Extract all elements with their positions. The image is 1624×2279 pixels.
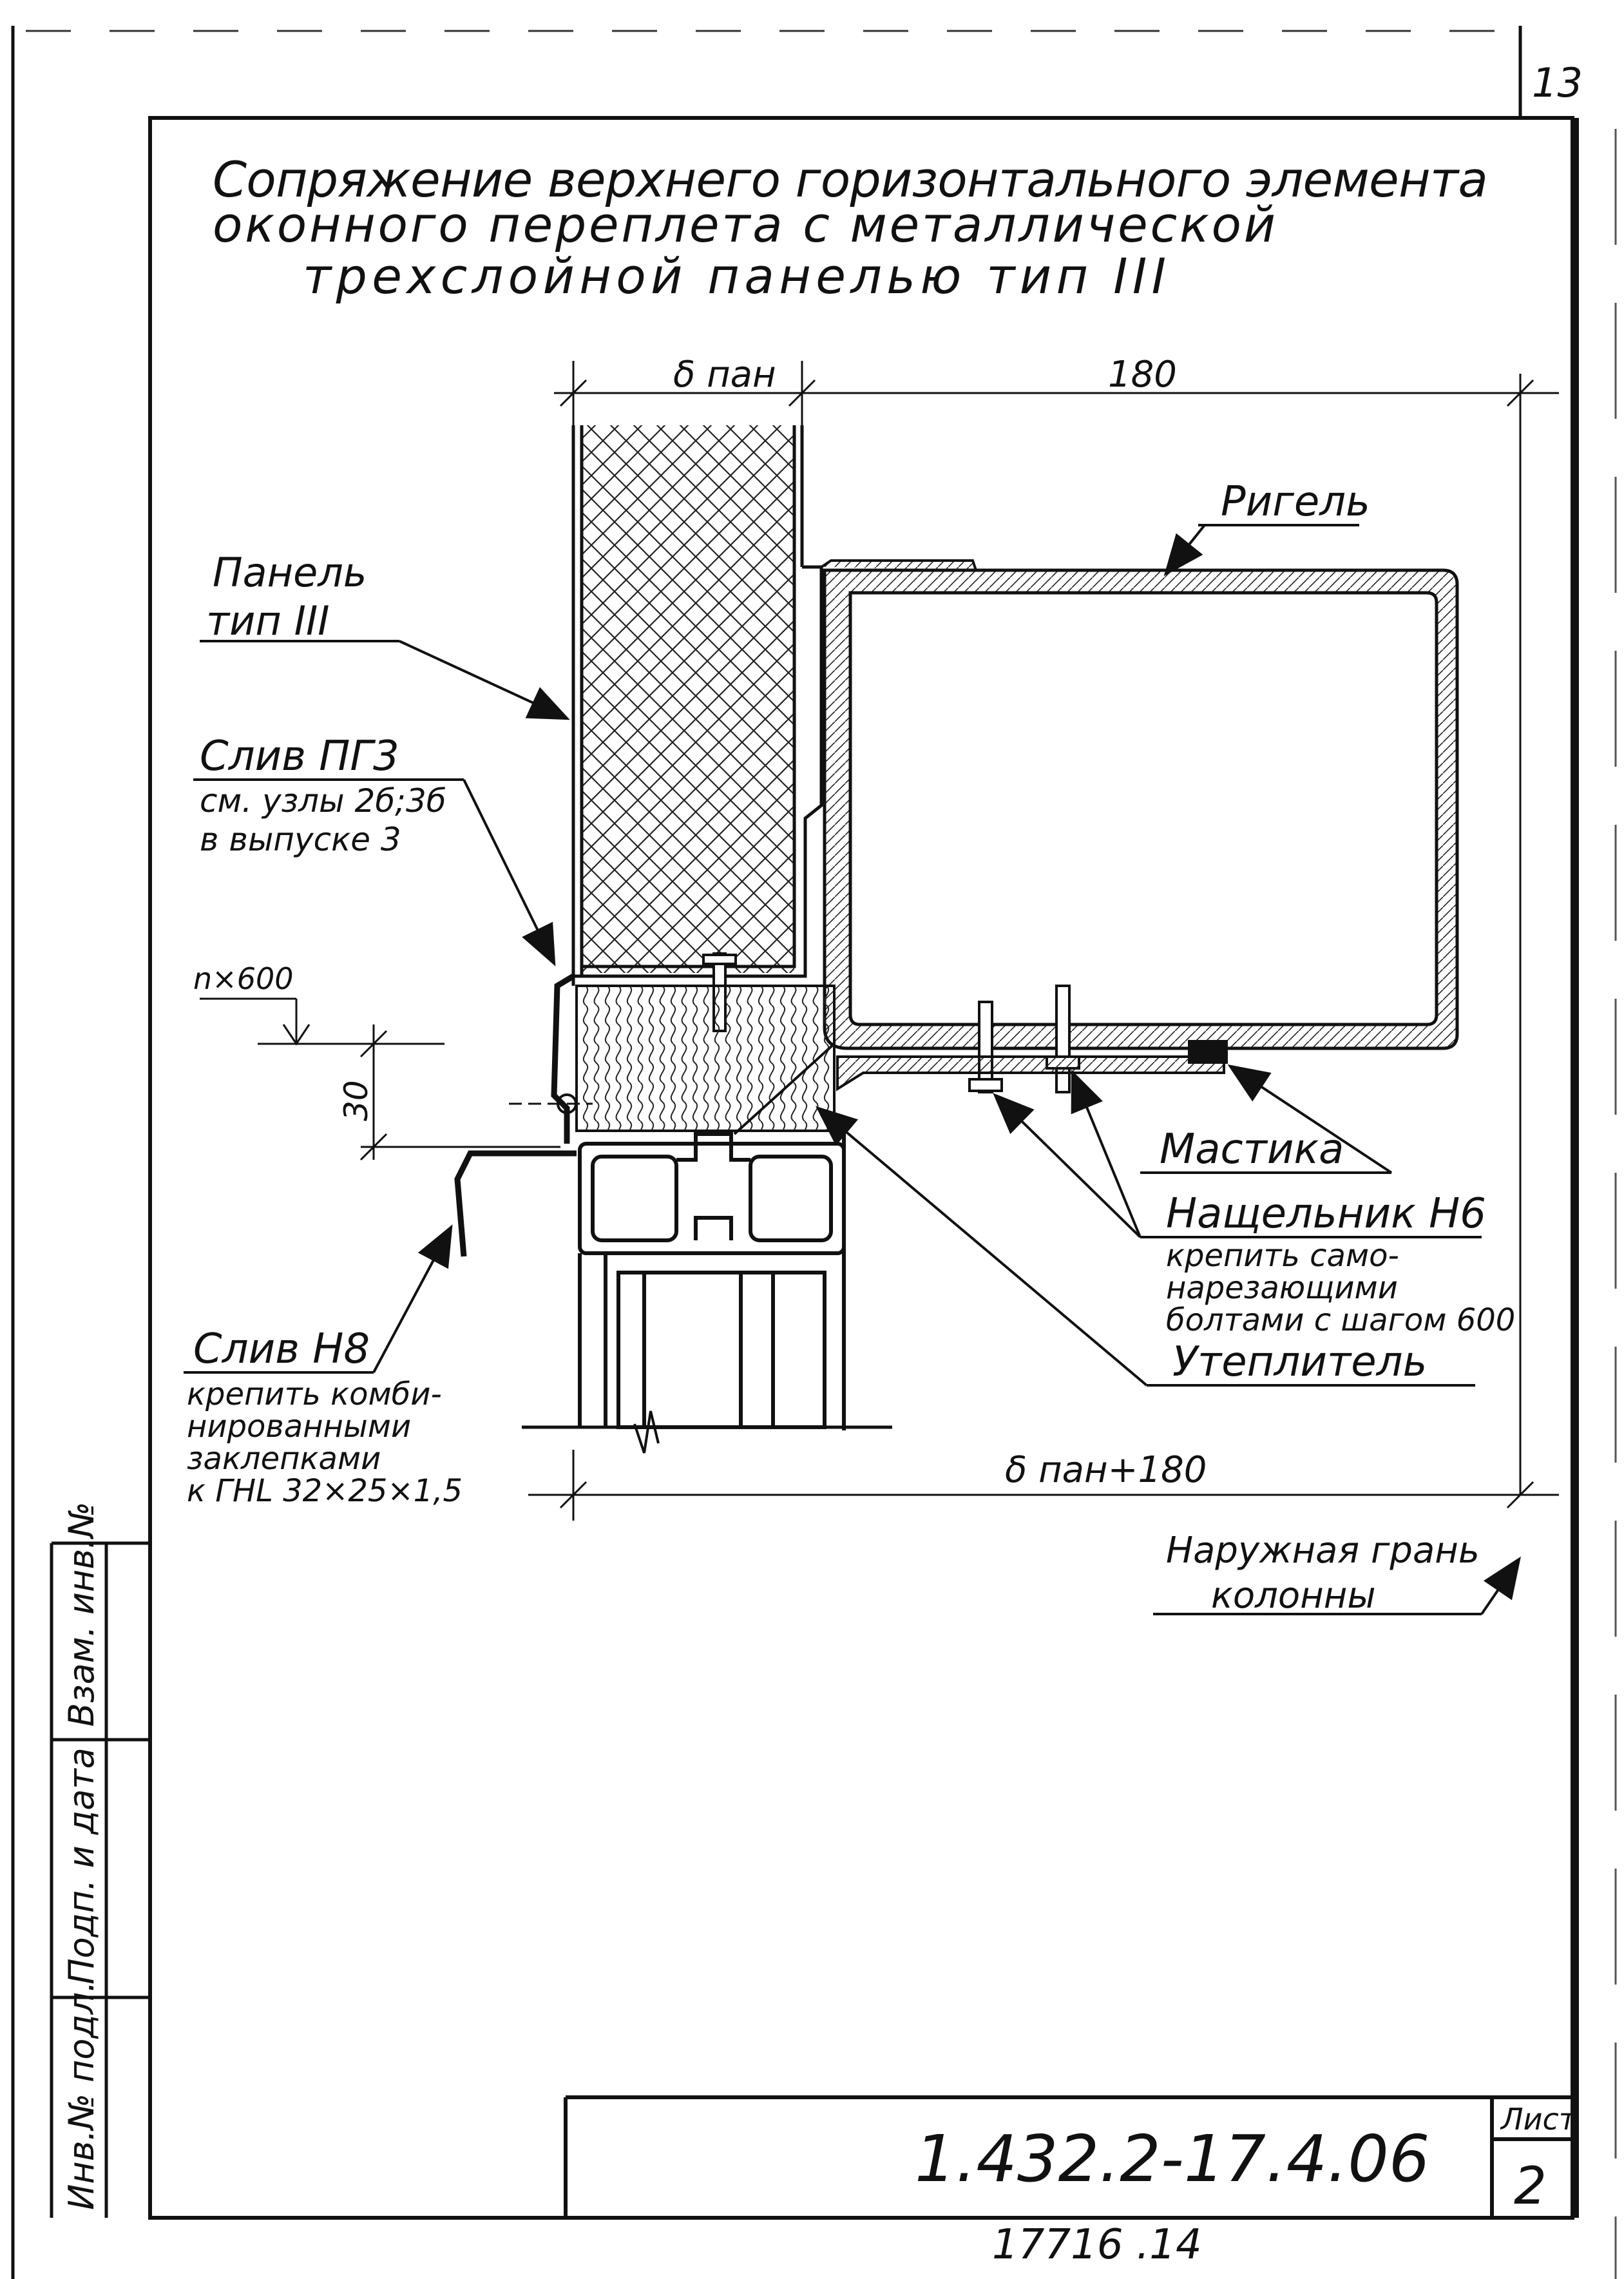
sliv-h8-label: Слив Н8 — [193, 1325, 370, 1373]
nashchelnik-note-2: нарезающими — [1166, 1270, 1398, 1306]
panel-core — [582, 425, 794, 973]
footer-stamp: 17716 .14 — [992, 2221, 1202, 2269]
mastic-strip — [1188, 1040, 1228, 1064]
dimension-30 — [200, 997, 560, 1161]
nashchelnik-n6-profile — [836, 1041, 1225, 1091]
sheet-number: 2 — [1514, 2156, 1547, 2216]
stamp-inv-podl: Инв.№ подл. — [61, 1981, 102, 2210]
sheet-label: Лист — [1500, 2102, 1577, 2137]
panel-label: Панель — [213, 549, 367, 596]
dimension-bottom — [528, 1450, 1559, 1521]
column-face-leader — [1480, 1556, 1522, 1615]
side-stamp — [50, 1541, 150, 2218]
sliv-pg3-note-2: в выпуске 3 — [200, 821, 401, 858]
nashchelnik-leader-1 — [993, 1093, 1142, 1238]
document-code: 1.432.2-17.4.06 — [915, 2121, 1429, 2197]
nashchelnik-leader-2 — [1071, 1070, 1142, 1238]
nashchelnik-note-3: болтами с шагом 600 — [1166, 1302, 1515, 1338]
panel-sheets — [571, 425, 823, 986]
sheet-frame — [148, 116, 1574, 2220]
rigel-label: Ригель — [1221, 478, 1370, 526]
insulation-fill — [575, 985, 836, 1132]
sliv-h8-profile — [454, 1150, 577, 1257]
sliv-h8-note-4: к ГНL 32×25×1,5 — [187, 1473, 463, 1509]
sliv-h8-note-3: заклепками — [187, 1441, 381, 1477]
panel-leader — [399, 640, 570, 720]
panel-type-label: тип III — [206, 597, 330, 644]
sliv-pg3-note-1: см. узлы 2б;3б — [200, 782, 446, 820]
stamp-podp-data: Подп. и дата — [61, 1747, 102, 1985]
nashchelnik-note-1: крепить само- — [1166, 1238, 1399, 1274]
uteplitel-leader — [815, 1106, 1148, 1387]
sliv-pg3-leader — [463, 779, 556, 966]
sliv-pg3-label: Слив ПГ3 — [200, 733, 399, 780]
title-line-1: Сопряжение верхнего горизонтального элем… — [213, 151, 1488, 208]
sliv-h8-note-2: нированными — [187, 1409, 411, 1445]
sliv-h8-leader — [372, 1224, 453, 1373]
dim-pan-label: δ пан — [673, 354, 776, 396]
sliv-pg3-profile — [551, 974, 575, 1144]
sliv-h8-note-1: крепить комби- — [187, 1376, 442, 1412]
mastika-label: Мастика — [1160, 1126, 1344, 1173]
dim-30-label: 30 — [338, 1080, 375, 1121]
break-mark — [633, 1410, 660, 1454]
rigel-profile — [820, 559, 1459, 1050]
dim-180-label: 180 — [1108, 354, 1177, 396]
dimension-top — [554, 361, 1559, 1495]
rigel-leader — [1163, 524, 1206, 577]
mastika-leader — [1227, 1064, 1393, 1174]
title-block — [564, 2095, 1576, 2218]
uteplitel-label: Утеплитель — [1172, 1338, 1427, 1386]
page-number: 13 — [1532, 59, 1583, 106]
column-face-label-1: Наружная грань — [1166, 1530, 1480, 1572]
title-line-3: трехслойной панелью тип III — [303, 247, 1166, 305]
insulation-slope — [733, 1043, 836, 1135]
nashchelnik-label: Нащельник Н6 — [1166, 1190, 1486, 1238]
dim-n600-label: n×600 — [193, 961, 294, 996]
window-frame-profile — [578, 1132, 846, 1430]
column-face-label-2: колонны — [1211, 1575, 1376, 1617]
stamp-vzam-inv: Взам. инв.№ — [61, 1502, 102, 1727]
title-line-2: оконного переплета с металлической — [213, 196, 1275, 253]
dim-total-label: δ пан+180 — [1005, 1449, 1207, 1491]
